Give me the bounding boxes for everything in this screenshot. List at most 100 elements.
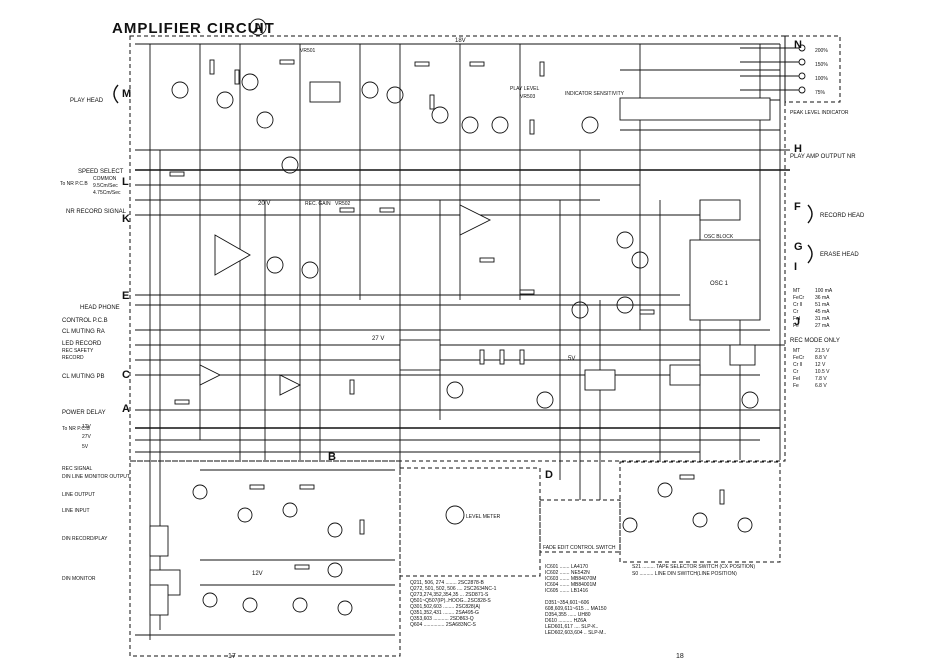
svg-text:L: L (122, 176, 129, 188)
svg-text:C: C (122, 369, 130, 381)
svg-text:D: D (545, 469, 553, 481)
peak-led-array (740, 44, 806, 94)
svg-text:4.75Cm/Sec: 4.75Cm/Sec (93, 190, 121, 196)
svg-text:DIN RECORD/PLAY: DIN RECORD/PLAY (62, 536, 108, 542)
svg-text:J: J (794, 316, 800, 328)
rail-20v: 20 V (258, 201, 270, 207)
svg-text:S0 .......... LINE DIN SWITCH(: S0 .......... LINE DIN SWITCH(LINE POSIT… (632, 571, 737, 577)
svg-text:FADE EDIT CONTROL SWITCH: FADE EDIT CONTROL SWITCH (543, 545, 616, 551)
svg-text:FeCr: FeCr (793, 355, 804, 361)
record-head-icon (807, 204, 813, 224)
title-badge: A (254, 22, 262, 34)
svg-text:LED RECORD: LED RECORD (62, 341, 102, 347)
page-number-left: 17 (228, 653, 236, 660)
vertical-wires (149, 44, 781, 640)
indicator-sensitivity-label: INDICATOR SENSITIVITY (565, 91, 625, 97)
svg-text:OSC BLOCK: OSC BLOCK (704, 234, 734, 240)
svg-text:10.5 V: 10.5 V (815, 369, 830, 375)
svg-text:DIN LINE MONITOR OUTPUT: DIN LINE MONITOR OUTPUT (62, 474, 130, 480)
page-number-right: 18 (676, 653, 684, 660)
transistors (171, 73, 759, 616)
svg-text:To NR P.C.B: To NR P.C.B (62, 426, 90, 432)
svg-text:ERASE HEAD: ERASE HEAD (820, 252, 859, 258)
svg-text:D351~354,601~606: D351~354,601~606 (545, 600, 589, 606)
svg-text:Q211, 506, 274 ........ 2SC287: Q211, 506, 274 ........ 2SC2878-B (410, 580, 485, 586)
svg-text:RECORD: RECORD (62, 355, 84, 361)
t501-transformer (309, 81, 341, 103)
svg-text:7.8 V: 7.8 V (815, 376, 827, 382)
svg-text:31 mA: 31 mA (815, 316, 830, 322)
connector-letters: M L K E C A D B N H F G J I (122, 39, 803, 481)
svg-text:200%: 200% (815, 48, 828, 54)
rail-18v: 18V (455, 38, 466, 44)
svg-text:12V: 12V (82, 424, 92, 430)
parts-legend-left: Q211, 506, 274 ........ 2SC2878-B Q272, … (410, 580, 497, 628)
svg-text:LINE INPUT: LINE INPUT (62, 508, 90, 514)
svg-text:27V: 27V (82, 434, 92, 440)
title-badge-circle (249, 18, 267, 36)
svg-text:Q351,352,431 ........ 2SA495-G: Q351,352,431 ........ 2SA495-G (410, 610, 479, 616)
svg-text:100 mA: 100 mA (815, 288, 833, 294)
rail-5v: 5V (568, 356, 575, 362)
svg-text:Q301,502,603 ........ 2SC828(A: Q301,502,603 ........ 2SC828(A) (410, 604, 481, 610)
svg-text:I: I (794, 261, 797, 273)
svg-text:OSC 1: OSC 1 (710, 281, 729, 287)
svg-text:Q353,603 ........... 2SD863-Q: Q353,603 ........... 2SD863-Q (410, 616, 474, 622)
svg-text:Fe: Fe (793, 323, 799, 329)
svg-text:HEAD PHONE: HEAD PHONE (80, 305, 120, 311)
ic604b (669, 364, 701, 386)
svg-text:IC602 ....... NE542N: IC602 ....... NE542N (545, 570, 590, 576)
svg-text:LED602,603,604 .. SLP-M..: LED602,603,604 .. SLP-M.. (545, 630, 606, 636)
relay-block (399, 339, 441, 371)
svg-text:45 mA: 45 mA (815, 309, 830, 315)
svg-text:B: B (328, 451, 336, 463)
svg-text:K: K (122, 213, 130, 225)
svg-text:N: N (794, 39, 802, 51)
left-labels: PLAY HEAD SPEED SELECT To NR P.C.B COMMO… (60, 98, 130, 582)
svg-text:36 mA: 36 mA (815, 295, 830, 301)
svg-text:F: F (794, 201, 801, 213)
svg-text:LEVEL METER: LEVEL METER (466, 514, 501, 520)
svg-text:FeI: FeI (793, 316, 800, 322)
svg-text:REC MODE ONLY: REC MODE ONLY (790, 338, 840, 344)
svg-text:Cr II: Cr II (793, 302, 802, 308)
svg-text:M: M (122, 88, 131, 100)
right-labels: PLAY AMP OUTPUT NR RECORD HEAD ERASE HEA… (466, 48, 865, 551)
ic604a (584, 369, 616, 391)
svg-text:75%: 75% (815, 90, 826, 96)
svg-text:PEAK LEVEL INDICATOR: PEAK LEVEL INDICATOR (790, 110, 849, 116)
svg-text:POWER DELAY: POWER DELAY (62, 410, 106, 416)
svg-text:PLAY AMP OUTPUT NR: PLAY AMP OUTPUT NR (790, 154, 856, 160)
svg-text:FeCr: FeCr (793, 295, 804, 301)
svg-text:CL MUTING PB: CL MUTING PB (62, 374, 104, 380)
svg-text:REC SAFETY: REC SAFETY (62, 348, 94, 354)
svg-text:IC603 ....... MB84070M: IC603 ....... MB84070M (545, 576, 596, 582)
osc-block (689, 239, 761, 321)
resistors (169, 59, 725, 570)
erase-head-icon (807, 244, 813, 264)
svg-text:100%: 100% (815, 76, 828, 82)
svg-text:12 V: 12 V (815, 362, 826, 368)
svg-text:Cr: Cr (793, 369, 799, 375)
ic603-gate (199, 364, 222, 386)
svg-text:27 mA: 27 mA (815, 323, 830, 329)
amplifier-board-frame (129, 35, 786, 462)
bus-lines (135, 43, 790, 636)
svg-text:MT: MT (793, 288, 800, 294)
svg-text:CONTROL P.C.B: CONTROL P.C.B (62, 318, 108, 324)
svg-text:H: H (794, 143, 802, 155)
parts-legend-mid: IC601 ....... LA4170 IC602 ....... NE542… (545, 564, 607, 636)
din-socket-2 (149, 584, 169, 616)
svg-text:CL MUTING RA: CL MUTING RA (62, 329, 105, 335)
rec-gain-label: REC. GAIN (305, 201, 331, 207)
ic605-block (619, 97, 771, 121)
level-meter-icon (445, 505, 465, 525)
svg-text:To NR P.C.B: To NR P.C.B (60, 181, 88, 187)
svg-text:D610 .......... HZ6A: D610 .......... HZ6A (545, 618, 587, 624)
play-head-icon (113, 84, 119, 104)
svg-text:Cr II: Cr II (793, 362, 802, 368)
level-meter-frame (399, 467, 541, 577)
